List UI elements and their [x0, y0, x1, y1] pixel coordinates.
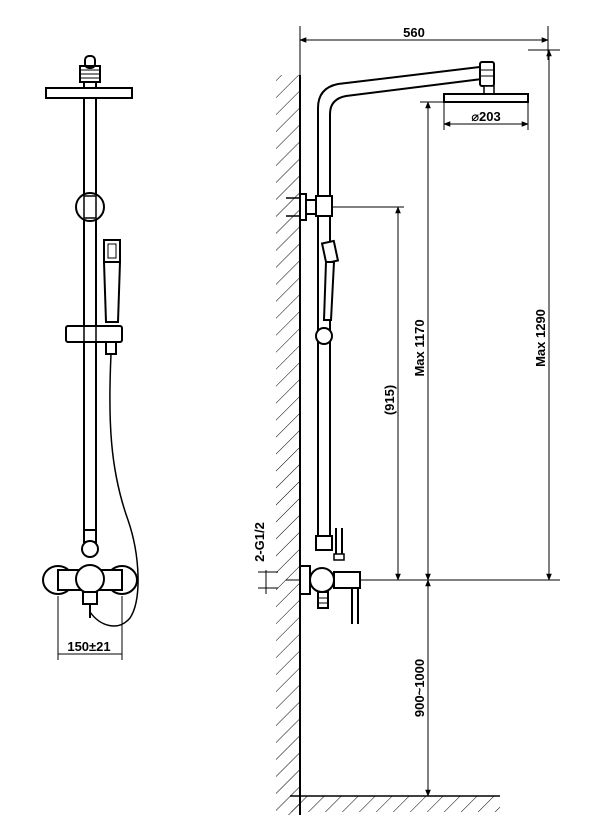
side-hand-shower — [320, 239, 340, 321]
front-rail — [83, 98, 97, 540]
inlet-height-label: 900~1000 — [412, 659, 427, 717]
head-diameter-dimension — [443, 102, 529, 130]
side-slide-holder — [315, 327, 333, 345]
side-diverter — [315, 528, 345, 561]
side-head-connector — [479, 61, 495, 95]
floor — [290, 795, 500, 812]
inlet-thread-dimension — [258, 570, 278, 594]
side-view: 560 ⌀203 Max 1290 Max 1170 (915) — [252, 25, 560, 815]
front-hose — [89, 353, 139, 627]
arm-width-label: 560 — [403, 25, 425, 40]
inlet-thread-label: 2-G1/2 — [252, 522, 267, 562]
front-wall-bracket — [75, 192, 105, 222]
front-mixer-valve — [42, 564, 138, 618]
side-mixer-valve — [286, 565, 361, 624]
front-head-connector — [79, 55, 101, 83]
inlet-spacing-label: 150±21 — [67, 639, 110, 654]
side-wall-bracket — [286, 193, 333, 221]
front-slide-holder — [65, 325, 123, 355]
side-rain-shower-head — [443, 93, 529, 103]
bracket-to-inlet-label: (915) — [382, 385, 397, 415]
head-diameter-label: ⌀203 — [471, 109, 501, 124]
side-rail-and-arm — [317, 65, 491, 545]
front-diverter — [81, 529, 99, 558]
wall — [276, 75, 301, 815]
max-rail-label: Max 1170 — [412, 319, 427, 376]
inlet-spacing-dimension — [57, 596, 123, 660]
front-view: 150±21 — [42, 55, 139, 660]
max-overall-label: Max 1290 — [533, 309, 548, 367]
front-rain-shower-head — [45, 82, 133, 99]
front-hand-shower — [102, 239, 122, 323]
